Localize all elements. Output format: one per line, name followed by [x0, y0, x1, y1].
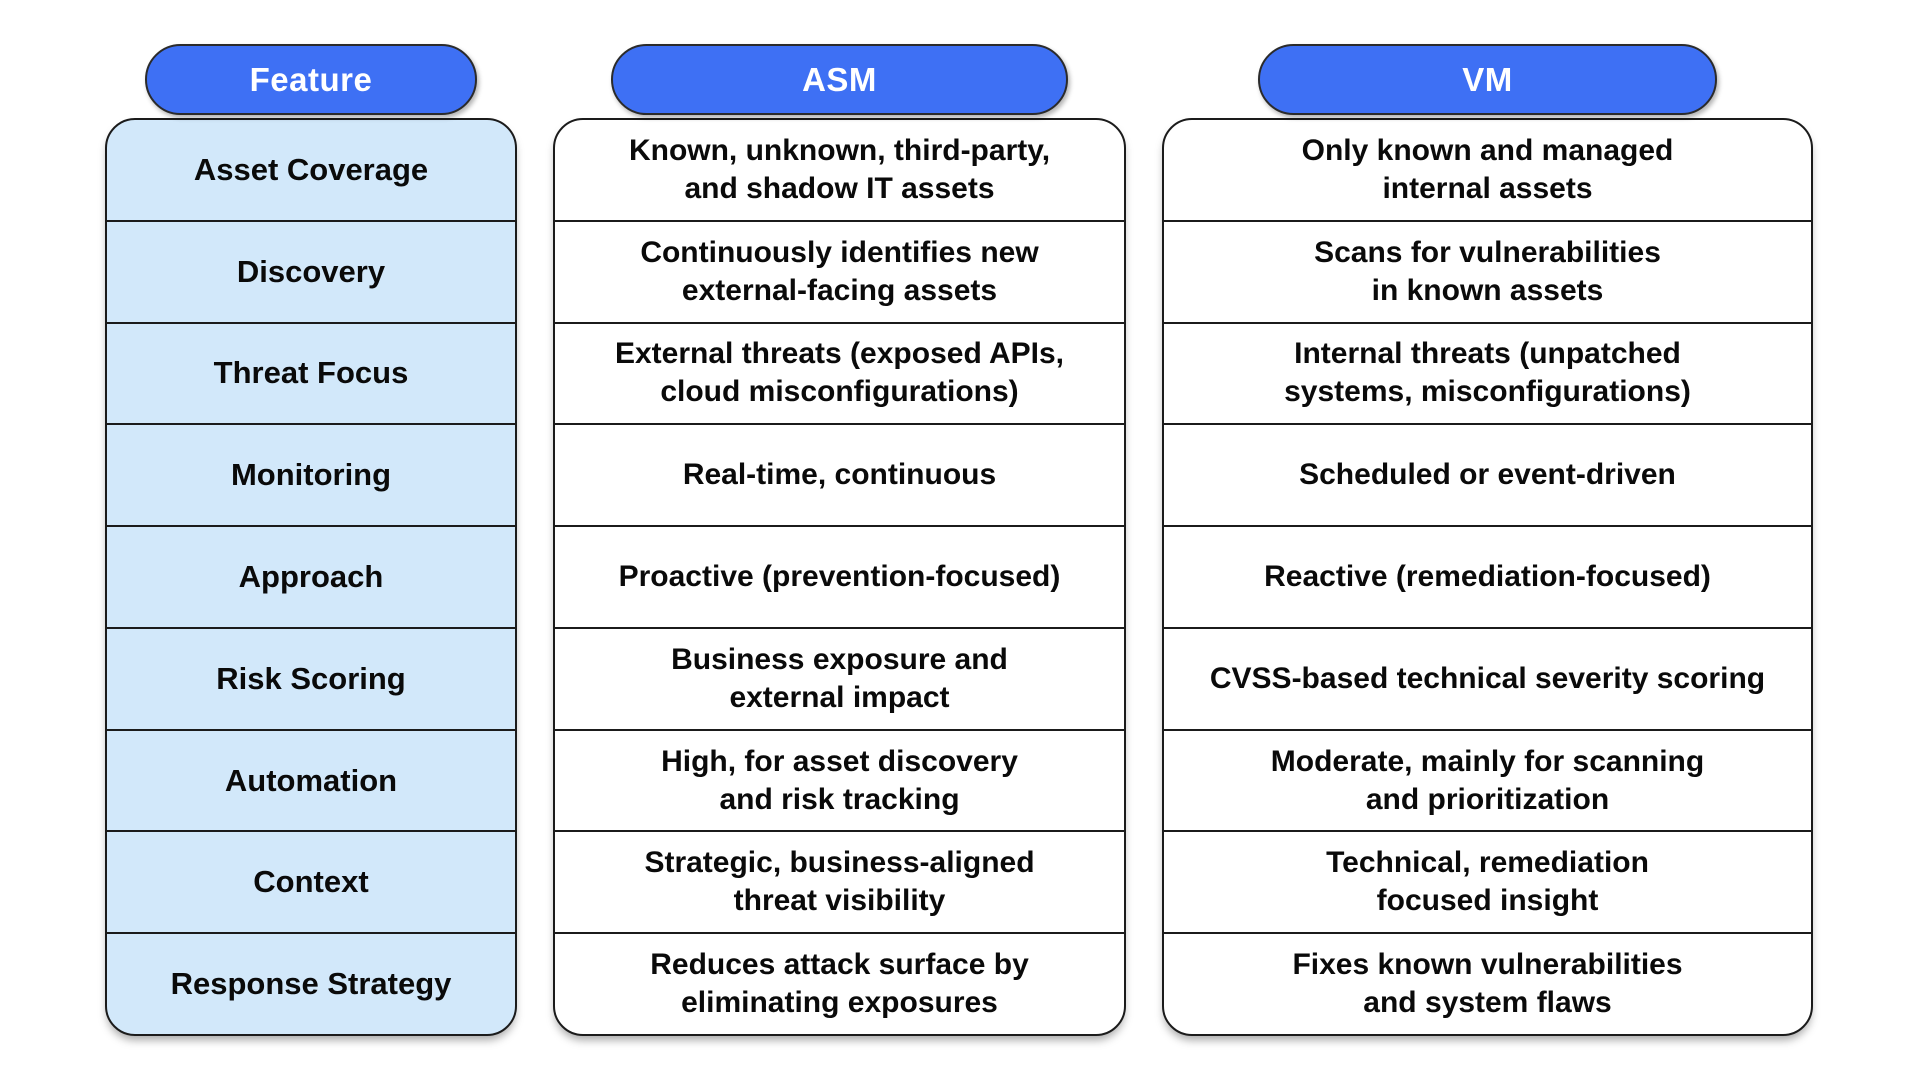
asm-card: Known, unknown, third-party, and shadow …	[553, 118, 1126, 1036]
column-asm: ASM Known, unknown, third-party, and sha…	[553, 44, 1126, 1036]
asm-value-cell: Continuously identifies new external-fac…	[555, 219, 1124, 322]
column-vm: VM Only known and managed internal asset…	[1162, 44, 1813, 1036]
asm-value-cell: Business exposure and external impact	[555, 626, 1124, 729]
asm-value-cell: Proactive (prevention-focused)	[555, 525, 1124, 627]
feature-row-label: Discovery	[107, 219, 515, 322]
feature-header-pill: Feature	[145, 44, 477, 115]
vm-value-cell: Fixes known vulnerabilities and system f…	[1164, 932, 1811, 1034]
vm-card: Only known and managed internal assets S…	[1162, 118, 1813, 1036]
feature-row-label: Automation	[107, 728, 515, 831]
feature-row-label: Monitoring	[107, 423, 515, 525]
feature-row-label: Approach	[107, 525, 515, 627]
asm-value-cell: External threats (exposed APIs, cloud mi…	[555, 321, 1124, 424]
vm-value-cell: Technical, remediation focused insight	[1164, 830, 1811, 932]
vm-header-pill: VM	[1258, 44, 1717, 115]
asm-value-cell: Real-time, continuous	[555, 423, 1124, 525]
feature-card: Asset Coverage Discovery Threat Focus Mo…	[105, 118, 517, 1036]
vm-value-cell: Only known and managed internal assets	[1301, 133, 1674, 205]
column-feature: Feature Asset Coverage Discovery Threat …	[105, 44, 517, 1036]
vm-value-cell: Scans for vulnerabilities in known asset…	[1164, 219, 1811, 322]
vm-value-cell: CVSS-based technical severity scoring	[1164, 626, 1811, 729]
asm-value-cell: Reduces attack surface by eliminating ex…	[555, 932, 1124, 1034]
feature-row-label: Response Strategy	[107, 932, 515, 1034]
feature-row-label: Risk Scoring	[107, 626, 515, 729]
vm-value-cell: Moderate, mainly for scanning and priori…	[1164, 728, 1811, 831]
asm-header-pill: ASM	[611, 44, 1068, 115]
feature-row-label: Threat Focus	[107, 321, 515, 424]
feature-row-label: Context	[107, 830, 515, 932]
asm-value-cell: Known, unknown, third-party, and shadow …	[628, 133, 1051, 205]
vm-value-cell: Internal threats (unpatched systems, mis…	[1164, 321, 1811, 424]
feature-row-label: Asset Coverage	[193, 151, 429, 187]
asm-value-cell: High, for asset discovery and risk track…	[555, 728, 1124, 831]
vm-value-cell: Scheduled or event-driven	[1164, 423, 1811, 525]
asm-value-cell: Strategic, business-aligned threat visib…	[555, 830, 1124, 932]
vm-value-cell: Reactive (remediation-focused)	[1164, 525, 1811, 627]
